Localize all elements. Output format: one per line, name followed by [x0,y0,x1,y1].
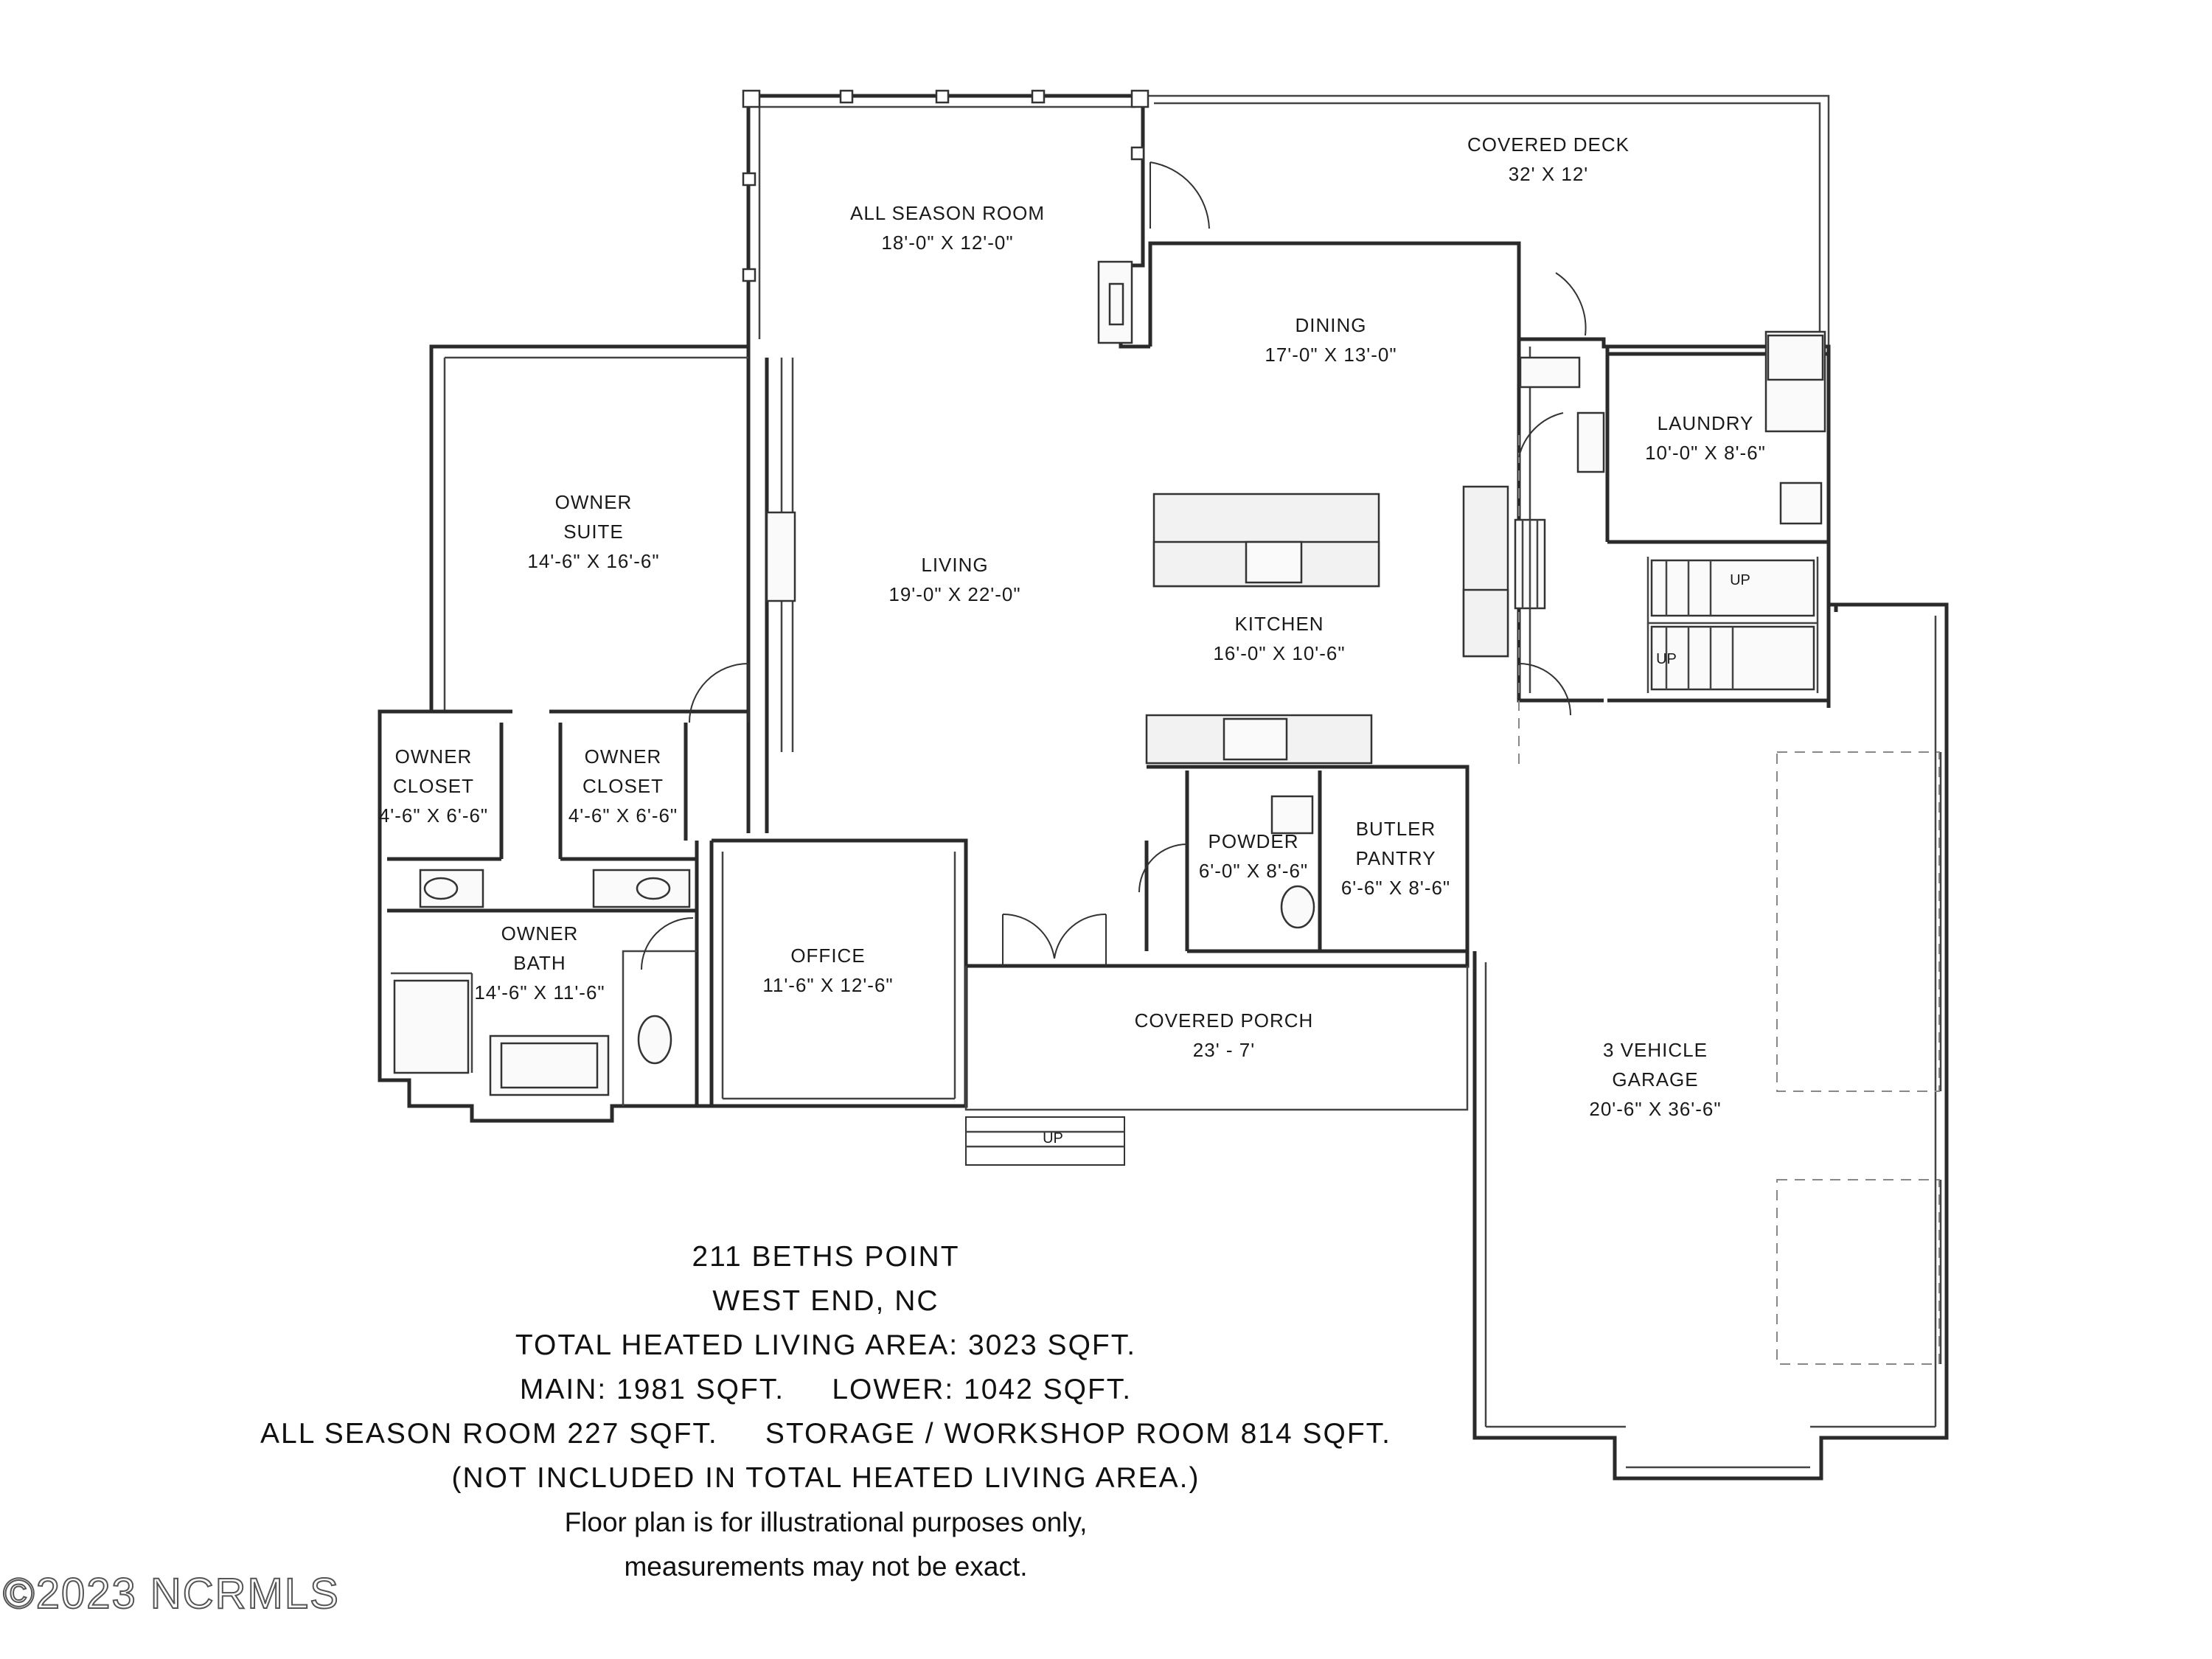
address-line: 211 BETHS POINT [692,1241,960,1273]
closet-left-label-2: CLOSET [393,775,474,797]
closet-left-dims: 4'-6" X 6'-6" [379,804,488,827]
kitchen-fixtures [765,485,1509,765]
porch-stair-up-label: UP [1043,1130,1063,1147]
butler-pantry-dims: 6'-6" X 8'-6" [1341,877,1450,899]
room-labels: COVERED DECK 32' X 12' ALL SEASON ROOM 1… [379,133,1766,1147]
garage-walls [1472,602,1949,1481]
extra-rooms-line: ALL SEASON ROOM 227 SQFT. STORAGE / WORK… [260,1418,1391,1450]
garage-dims: 20'-6" X 36'-6" [1589,1098,1721,1120]
living-dims: 19'-0" X 22'-0" [888,583,1020,605]
covered-deck-dims: 32' X 12' [1509,163,1589,185]
owner-suite-label-2: SUITE [563,521,624,543]
covered-porch [964,966,1469,1166]
powder-dims: 6'-0" X 8'-6" [1199,860,1308,882]
stair-up-label-lower: UP [1656,651,1677,667]
owner-suite-dims: 14'-6" X 16'-6" [527,550,659,572]
office-dims: 11'-6" X 12'-6" [762,974,893,996]
closet-right-label-2: CLOSET [582,775,664,797]
powder-label: POWDER [1208,830,1299,852]
garage-label-1: 3 VEHICLE [1603,1039,1708,1061]
all-season-room-walls [742,89,1210,349]
garage-label-2: GARAGE [1612,1068,1698,1091]
all-season-room-dims: 18'-0" X 12'-0" [881,232,1013,254]
kitchen-label: KITCHEN [1234,613,1324,635]
closet-left-label-1: OWNER [395,745,473,768]
closet-right-label-1: OWNER [585,745,662,768]
main-lower-line: MAIN: 1981 SQFT. LOWER: 1042 SQFT. [519,1374,1133,1405]
covered-deck-outline [1143,94,1830,347]
total-area-line: TOTAL HEATED LIVING AREA: 3023 SQFT. [515,1329,1137,1361]
covered-deck-label: COVERED DECK [1467,133,1630,156]
office-label: OFFICE [790,945,865,967]
butler-pantry-label-1: BUTLER [1356,818,1436,840]
disclaimer-line-2: measurements may not be exact. [624,1551,1028,1582]
plan-info-block: 211 BETHS POINT WEST END, NC TOTAL HEATE… [0,1235,1652,1589]
disclaimer-line-1: Floor plan is for illustrational purpose… [564,1507,1088,1537]
stair-up-label-upper: UP [1730,572,1750,588]
dining-dims: 17'-0" X 13'-0" [1265,344,1397,366]
door-swings [641,272,1587,970]
laundry-label: LAUNDRY [1658,412,1754,434]
owner-bath-label-1: OWNER [501,922,579,945]
copyright-watermark: ©2023 NCRMLS [2,1569,340,1618]
laundry-fixtures [1519,330,1826,525]
owner-bath-dims: 14'-6" X 11'-6" [474,981,605,1004]
living-label: LIVING [921,554,988,576]
owner-suite-label-1: OWNER [555,491,633,513]
owner-bath-label-2: BATH [513,952,566,974]
kitchen-dims: 16'-0" X 10'-6" [1213,642,1345,664]
stairs [1514,518,1815,691]
all-season-room-label: ALL SEASON ROOM [850,202,1045,224]
excluded-note-line: (NOT INCLUDED IN TOTAL HEATED LIVING ARE… [451,1462,1200,1494]
covered-porch-label: COVERED PORCH [1135,1009,1314,1032]
city-line: WEST END, NC [712,1285,939,1317]
closet-right-dims: 4'-6" X 6'-6" [568,804,678,827]
laundry-dims: 10'-0" X 8'-6" [1645,442,1766,464]
butler-pantry-label-2: PANTRY [1355,847,1436,869]
bath-fixtures [393,795,1315,1096]
covered-porch-dims: 23' - 7' [1193,1039,1255,1061]
dining-label: DINING [1295,314,1367,336]
